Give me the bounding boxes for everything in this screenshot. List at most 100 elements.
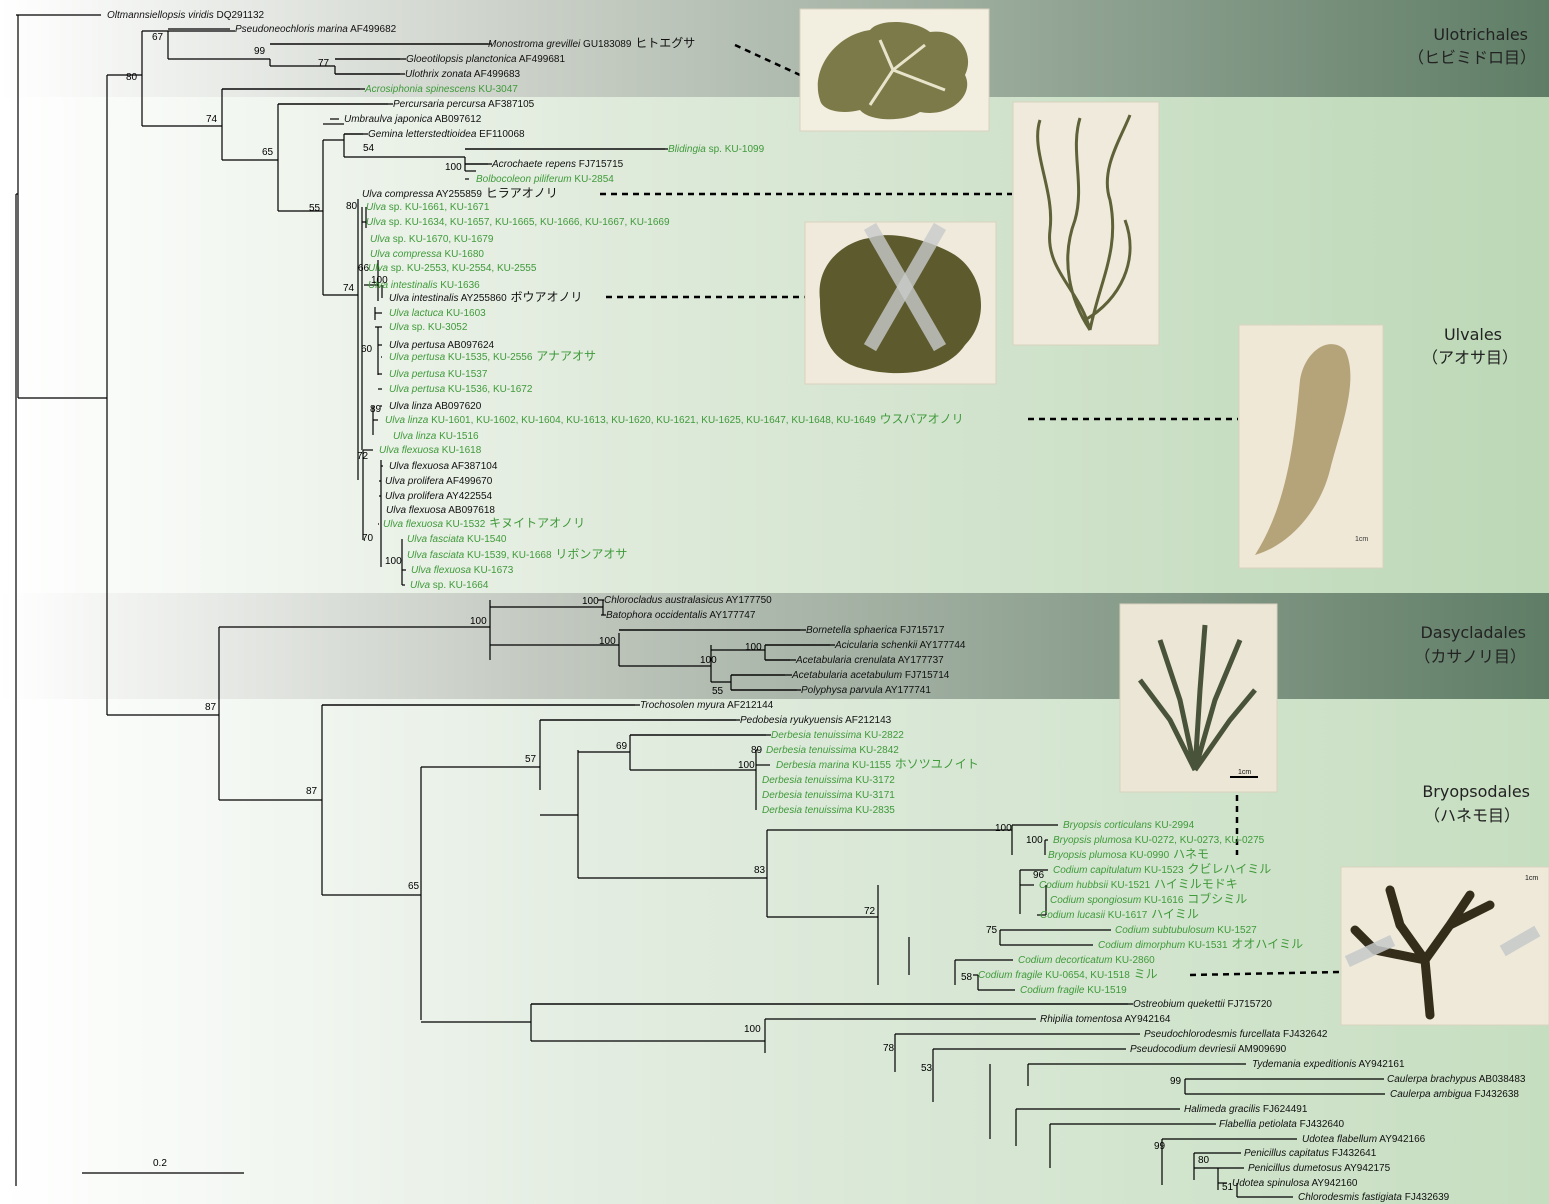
- taxon-label: Udotea spinulosa AY942160: [1232, 1178, 1358, 1189]
- bootstrap-value: 54: [363, 143, 375, 154]
- taxon-label: Flabellia petiolata FJ432640: [1219, 1119, 1345, 1130]
- bootstrap-value: 78: [883, 1043, 895, 1054]
- order-name-ulotrichales: Ulotrichales: [1433, 25, 1528, 44]
- bootstrap-value: 53: [921, 1063, 933, 1074]
- taxon-label: Ulva prolifera AF499670: [385, 476, 493, 487]
- taxon-label: Penicillus capitatus FJ432641: [1244, 1148, 1377, 1159]
- taxon-label: Tydemania expeditionis AY942161: [1252, 1059, 1405, 1070]
- bootstrap-value: 65: [262, 147, 274, 158]
- taxon-label: Gloeotilopsis planctonica AF499681: [406, 54, 565, 65]
- taxon-label: Chlorocladus australasicus AY177750: [604, 595, 772, 606]
- taxon-label: Ulva compressa AY255859 ヒラアオノリ: [362, 186, 558, 200]
- bootstrap-value: 100: [738, 760, 755, 771]
- taxon-label: Codium subtubulosum KU-1527: [1115, 925, 1257, 936]
- taxon-label: Derbesia tenuissima KU-3172: [762, 775, 895, 786]
- bootstrap-value: 69: [616, 741, 628, 752]
- taxon-label: Caulerpa ambigua FJ432638: [1390, 1089, 1519, 1100]
- specimen-photo-ulva-intestinalis: [805, 222, 996, 384]
- taxon-label: Batophora occidentalis AY177747: [606, 610, 756, 621]
- specimen-scale-ulva-linza: 1cm: [1355, 536, 1368, 543]
- bootstrap-value: 100: [582, 596, 599, 607]
- taxon-label: Codium fragile KU-0654, KU-1518 ミル: [978, 967, 1158, 981]
- taxon-label: Ulva flexuosa KU-1673: [411, 565, 514, 576]
- taxon-label: Ulva fasciata KU-1540: [407, 534, 507, 545]
- bootstrap-value: 75: [986, 925, 998, 936]
- bootstrap-value: 100: [445, 162, 462, 173]
- taxon-label: Bryopsis plumosa KU-0990 ハネモ: [1048, 847, 1209, 861]
- taxon-label: Ulva linza KU-1516: [393, 431, 479, 442]
- specimen-scale-codium: 1cm: [1525, 875, 1538, 882]
- taxon-label: Ulva sp. KU-1670, KU-1679: [370, 234, 494, 245]
- order-name-dasycladales: Dasycladales: [1420, 623, 1526, 642]
- order-jp-dasycladales: （カサノリ目）: [1414, 647, 1526, 666]
- taxon-label: Rhipilia tomentosa AY942164: [1040, 1014, 1171, 1025]
- bootstrap-value: 72: [864, 906, 876, 917]
- bootstrap-value: 100: [1026, 835, 1043, 846]
- taxon-label: Codium lucasii KU-1617 ハイミル: [1040, 907, 1199, 921]
- taxon-label: Ulva intestinalis AY255860 ボウアオノリ: [389, 290, 583, 304]
- order-name-bryopsodales: Bryopsodales: [1422, 782, 1530, 801]
- bootstrap-value: 60: [361, 344, 373, 355]
- bootstrap-value: 100: [470, 616, 487, 627]
- taxon-label: Codium fragile KU-1519: [1020, 985, 1127, 996]
- bootstrap-value: 80: [126, 72, 138, 83]
- taxon-label: Acetabularia acetabulum FJ715714: [791, 670, 950, 681]
- taxon-label: Trochosolen myura AF212144: [640, 700, 774, 711]
- taxon-label: Oltmannsiellopsis viridis DQ291132: [107, 10, 265, 21]
- order-jp-ulotrichales: （ヒビミドロ目）: [1408, 48, 1536, 67]
- specimen-photo-monostroma: [800, 9, 989, 131]
- bootstrap-value: 100: [995, 823, 1012, 834]
- taxon-label: Codium hubbsii KU-1521 ハイミルモドキ: [1039, 877, 1238, 891]
- bootstrap-value: 67: [152, 32, 164, 43]
- taxon-label: Pedobesia ryukyuensis AF212143: [740, 715, 892, 726]
- taxon-label: Caulerpa brachypus AB038483: [1387, 1074, 1526, 1085]
- taxon-label: Bryopsis corticulans KU-2994: [1063, 820, 1195, 831]
- taxon-label: Pseudocodium devriesii AM909690: [1130, 1044, 1287, 1055]
- order-jp-ulvales: （アオサ目）: [1422, 348, 1518, 367]
- taxon-label: Ulva sp. KU-1634, KU-1657, KU-1665, KU-1…: [366, 217, 670, 228]
- taxon-label: Halimeda gracilis FJ624491: [1184, 1104, 1308, 1115]
- taxon-label: Ulva sp. KU-1661, KU-1671: [366, 202, 490, 213]
- taxon-label: Derbesia tenuissima KU-2842: [766, 745, 899, 756]
- taxon-label: Ulva prolifera AY422554: [385, 491, 493, 502]
- taxon-label: Acetabularia crenulata AY177737: [795, 655, 944, 666]
- bootstrap-value: 72: [357, 451, 369, 462]
- taxon-label: Polyphysa parvula AY177741: [801, 685, 931, 696]
- taxon-label: Ulva fasciata KU-1539, KU-1668 リボンアオサ: [407, 547, 627, 561]
- taxon-label: Ulva compressa KU-1680: [370, 249, 484, 260]
- taxon-label: Codium capitulatum KU-1523 クビレハイミル: [1053, 862, 1271, 876]
- bootstrap-value: 74: [206, 114, 218, 125]
- taxon-label: Ulva pertusa KU-1536, KU-1672: [389, 384, 533, 395]
- taxon-label: Umbraulva japonica AB097612: [344, 114, 482, 125]
- taxon-label: Ulva lactuca KU-1603: [389, 308, 486, 319]
- bootstrap-value: 100: [599, 636, 616, 647]
- taxon-label: Ulva flexuosa AF387104: [389, 461, 498, 472]
- taxon-label: Codium decorticatum KU-2860: [1018, 955, 1155, 966]
- taxon-label: Ulva pertusa AB097624: [389, 340, 495, 351]
- specimen-photo-ulva-compressa: [1013, 102, 1159, 345]
- bootstrap-value: 87: [205, 702, 217, 713]
- taxon-label: Ulva pertusa KU-1535, KU-2556 アナアオサ: [389, 349, 596, 363]
- taxon-label: Pseudochlorodesmis furcellata FJ432642: [1144, 1029, 1328, 1040]
- bootstrap-value: 58: [961, 972, 973, 983]
- bootstrap-value: 65: [408, 881, 420, 892]
- bootstrap-value: 99: [1170, 1076, 1182, 1087]
- taxon-label: Ulva linza KU-1601, KU-1602, KU-1604, KU…: [385, 412, 964, 426]
- bootstrap-value: 51: [1222, 1182, 1234, 1193]
- taxon-label: Bryopsis plumosa KU-0272, KU-0273, KU-02…: [1053, 835, 1265, 846]
- taxon-label: Udotea flabellum AY942166: [1302, 1134, 1426, 1145]
- taxon-label: Derbesia tenuissima KU-3171: [762, 790, 895, 801]
- taxon-label: Blidingia sp. KU-1099: [668, 144, 765, 155]
- taxon-label: Derbesia tenuissima KU-2822: [771, 730, 904, 741]
- bootstrap-value: 77: [318, 58, 330, 69]
- bootstrap-value: 100: [385, 556, 402, 567]
- taxon-label: Acrosiphonia spinescens KU-3047: [364, 84, 518, 95]
- taxon-label: Ostreobium quekettii FJ715720: [1133, 999, 1272, 1010]
- bootstrap-value: 80: [346, 201, 358, 212]
- taxon-label: Acrochaete repens FJ715715: [491, 159, 624, 170]
- bootstrap-value: 87: [306, 786, 318, 797]
- bootstrap-value: 70: [362, 533, 374, 544]
- scale-bar-label: 0.2: [153, 1158, 167, 1169]
- bootstrap-value: 100: [744, 1024, 761, 1035]
